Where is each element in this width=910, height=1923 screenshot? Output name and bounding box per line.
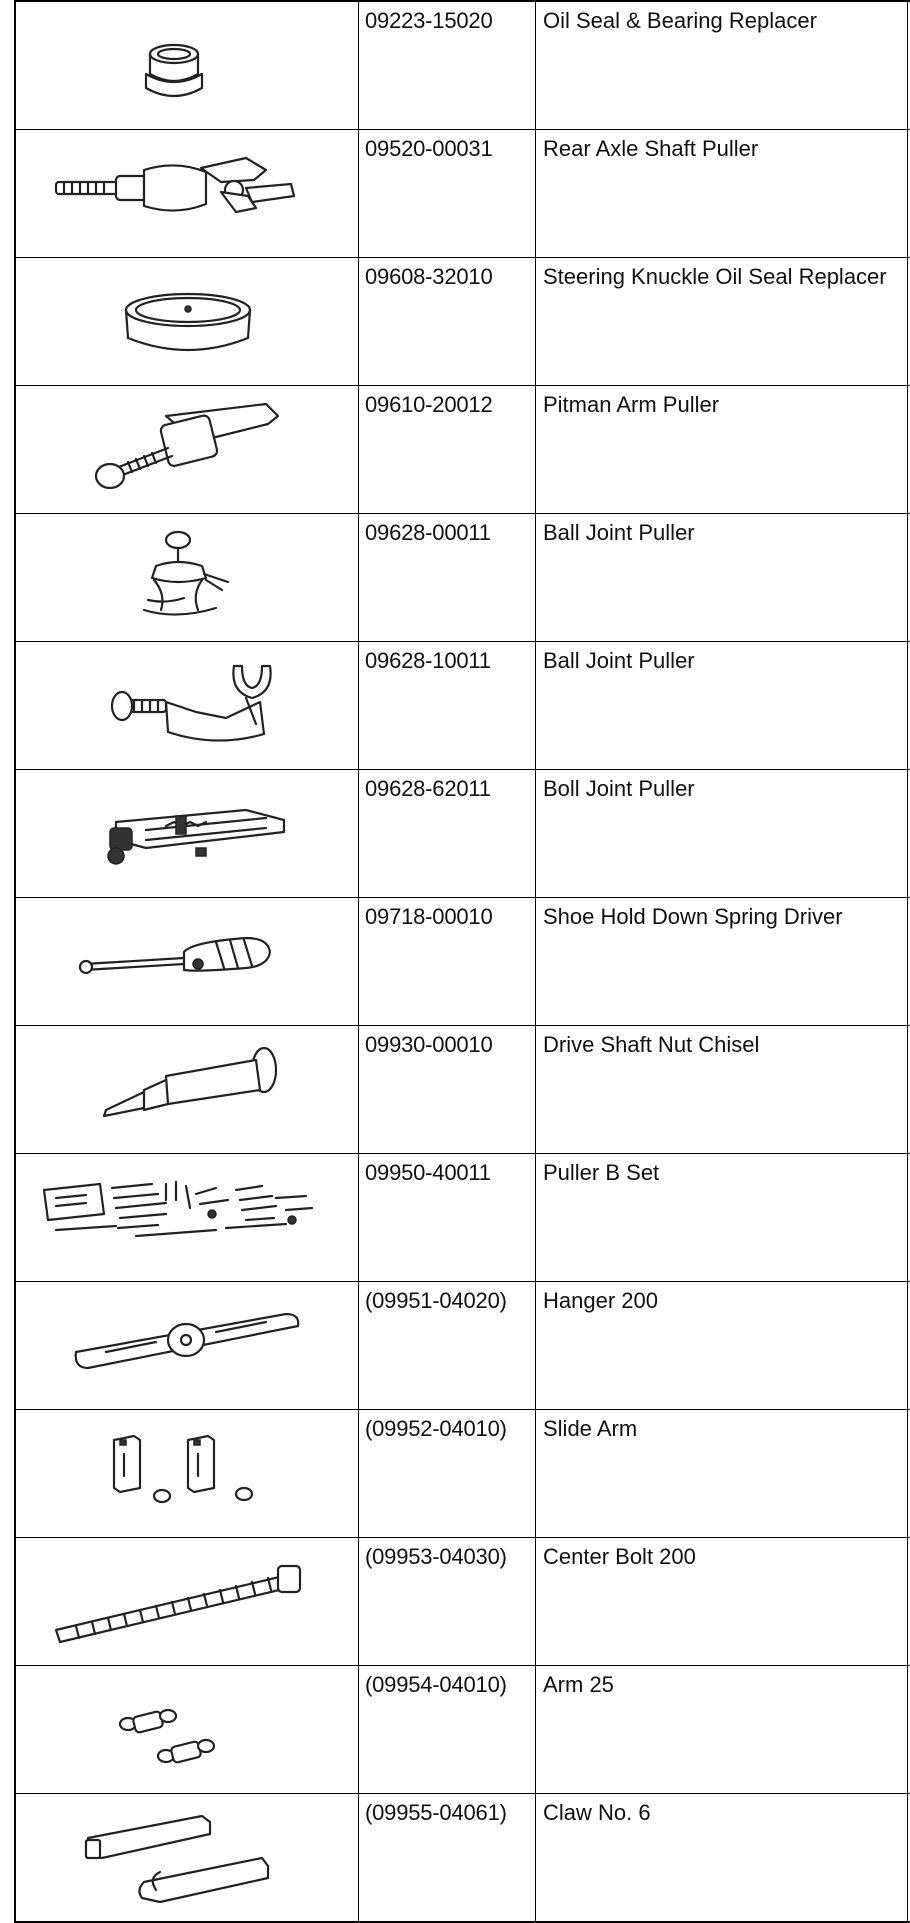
tool-name: Hanger 200	[536, 1282, 908, 1410]
table-row: 09608-32010 Steering Knuckle Oil Seal Re…	[15, 258, 910, 386]
disc-replacer-icon	[16, 258, 358, 381]
tool-illustration-cell	[15, 1666, 359, 1794]
tool-name: Center Bolt 200	[536, 1538, 908, 1666]
tool-illustration-cell	[15, 1538, 359, 1666]
tool-illustration-cell	[15, 130, 359, 258]
tool-name: Ball Joint Puller	[536, 642, 908, 770]
part-number: (09953-04030)	[359, 1538, 536, 1666]
part-number: (09952-04010)	[359, 1410, 536, 1538]
tool-illustration-cell	[15, 898, 359, 1026]
tool-name: Boll Joint Puller	[536, 770, 908, 898]
tool-illustration-cell	[15, 1794, 359, 1923]
tool-illustration-cell	[15, 1410, 359, 1538]
tool-name: Pitman Arm Puller	[536, 386, 908, 514]
part-number: (09954-04010)	[359, 1666, 536, 1794]
part-number: 09628-62011	[359, 770, 536, 898]
hanger-icon	[16, 1282, 358, 1405]
screwdriver-icon	[16, 898, 358, 1021]
frame-puller-icon	[16, 770, 358, 893]
tool-name: Puller B Set	[536, 1154, 908, 1282]
tool-name: Claw No. 6	[536, 1794, 908, 1923]
tool-name: Steering Knuckle Oil Seal Replacer	[536, 258, 908, 386]
threaded-bolt-icon	[16, 1538, 358, 1661]
table-row: 09628-10011 Ball Joint Puller	[15, 642, 910, 770]
tool-name: Shoe Hold Down Spring Driver	[536, 898, 908, 1026]
tool-name: Ball Joint Puller	[536, 514, 908, 642]
table-row: 09223-15020 Oil Seal & Bearing Replacer	[15, 1, 910, 130]
tool-illustration-cell	[15, 1026, 359, 1154]
table-row: 09930-00010 Drive Shaft Nut Chisel	[15, 1026, 910, 1154]
table-row: (09952-04010) Slide Arm	[15, 1410, 910, 1538]
part-number: 09950-40011	[359, 1154, 536, 1282]
parts-set-icon	[16, 1154, 358, 1277]
fork-puller-icon	[16, 642, 358, 765]
chisel-icon	[16, 1026, 358, 1149]
table-row: (09954-04010) Arm 25	[15, 1666, 910, 1794]
tool-illustration-cell	[15, 770, 359, 898]
arm-pieces-icon	[16, 1666, 358, 1789]
tool-illustration-cell	[15, 1282, 359, 1410]
table-row: (09951-04020) Hanger 200	[15, 1282, 910, 1410]
part-number: 09520-00031	[359, 130, 536, 258]
part-number: 09930-00010	[359, 1026, 536, 1154]
table-row: 09950-40011 Puller B Set	[15, 1154, 910, 1282]
part-number: 09610-20012	[359, 386, 536, 514]
tool-name: Rear Axle Shaft Puller	[536, 130, 908, 258]
part-number: 09223-15020	[359, 1, 536, 130]
tool-name: Slide Arm	[536, 1410, 908, 1538]
tool-name: Oil Seal & Bearing Replacer	[536, 1, 908, 130]
axle-puller-icon	[16, 130, 358, 253]
tool-illustration-cell	[15, 258, 359, 386]
special-tools-table: 09223-15020 Oil Seal & Bearing Replacer …	[14, 0, 910, 1923]
table-row: (09955-04061) Claw No. 6	[15, 1794, 910, 1923]
pitman-puller-icon	[16, 386, 358, 509]
table-row: 09628-62011 Boll Joint Puller	[15, 770, 910, 898]
tool-illustration-cell	[15, 514, 359, 642]
table-row: 09628-00011 Ball Joint Puller	[15, 514, 910, 642]
slide-arm-icon	[16, 1410, 358, 1533]
part-number: 09628-10011	[359, 642, 536, 770]
tool-illustration-cell	[15, 642, 359, 770]
part-number: 09608-32010	[359, 258, 536, 386]
tool-sheet: 09223-15020 Oil Seal & Bearing Replacer …	[14, 0, 909, 1894]
claw-icon	[16, 1794, 358, 1917]
cylinder-cup-icon	[16, 2, 358, 125]
tool-illustration-cell	[15, 1154, 359, 1282]
table-row: 09610-20012 Pitman Arm Puller	[15, 386, 910, 514]
part-number: 09628-00011	[359, 514, 536, 642]
tool-name: Drive Shaft Nut Chisel	[536, 1026, 908, 1154]
table-row: 09520-00031 Rear Axle Shaft Puller	[15, 130, 910, 258]
tool-name: Arm 25	[536, 1666, 908, 1794]
part-number: (09955-04061)	[359, 1794, 536, 1923]
table-row: (09953-04030) Center Bolt 200	[15, 1538, 910, 1666]
ball-joint-puller-icon	[16, 514, 358, 637]
part-number: (09951-04020)	[359, 1282, 536, 1410]
table-row: 09718-00010 Shoe Hold Down Spring Driver	[15, 898, 910, 1026]
tool-illustration-cell	[15, 386, 359, 514]
tool-illustration-cell	[15, 1, 359, 130]
part-number: 09718-00010	[359, 898, 536, 1026]
